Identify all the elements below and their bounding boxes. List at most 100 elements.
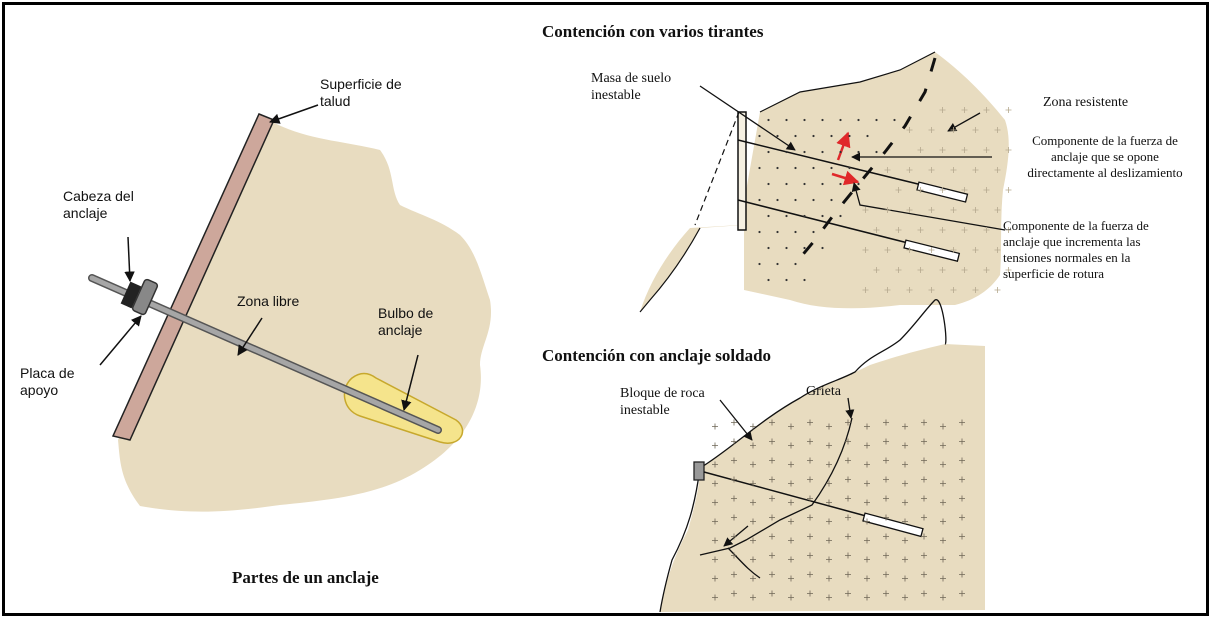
arrow-superficie [269, 104, 319, 124]
bottom-right-rock [660, 344, 985, 612]
label-masa-de-suelo: Masa de suelo inestable [591, 71, 672, 103]
crack-branch [727, 547, 761, 579]
rock-cross [940, 594, 946, 601]
soil-dot [785, 118, 788, 122]
rock-cross [807, 476, 813, 483]
soil-dot [821, 182, 824, 186]
rock-cross [961, 147, 968, 153]
rock-cross [731, 476, 737, 483]
rock-cross [864, 556, 870, 563]
rock-cross [769, 476, 775, 483]
rock-cross [807, 571, 813, 578]
rock-cross [921, 552, 927, 559]
soil-dot [785, 214, 788, 218]
rock-cross [845, 457, 851, 464]
soil-dot [758, 262, 761, 266]
rock-cross [788, 556, 794, 563]
soil-dot [857, 150, 860, 154]
rock-cross [921, 457, 927, 464]
soil-dot [839, 118, 842, 122]
soil-dot [776, 166, 779, 170]
rock-cross [994, 287, 1001, 293]
rock-cross [845, 571, 851, 578]
rock-cross [928, 247, 935, 253]
soil-dot [767, 182, 770, 186]
rock-cross [983, 187, 990, 193]
rock-cross [769, 571, 775, 578]
rock-cross [959, 514, 965, 521]
rock-cross [712, 594, 718, 601]
soil-dot [875, 150, 878, 154]
arrow-bloque [719, 399, 753, 441]
rock-cross [940, 480, 946, 487]
rock-cross [750, 594, 756, 601]
rock-cross [845, 514, 851, 521]
rock-cross [788, 518, 794, 525]
rock-cross [750, 556, 756, 563]
soil-dot [776, 230, 779, 234]
rock-cross [940, 575, 946, 582]
soil-dot [812, 134, 815, 138]
rock-cross [864, 442, 870, 449]
rock-cross [826, 480, 832, 487]
rock-cross [731, 438, 737, 445]
arrow-masa [699, 85, 796, 151]
rock-cross [807, 419, 813, 426]
support-plate [131, 278, 159, 316]
rock-cross [972, 127, 979, 133]
rock-cross [769, 552, 775, 559]
rock-cross [950, 127, 957, 133]
rock-cross [921, 495, 927, 502]
rock-cross [750, 442, 756, 449]
soil-dot [803, 150, 806, 154]
soil-dot [839, 214, 842, 218]
rock-left-edge [659, 467, 701, 613]
welded-anchor-bulb [862, 512, 924, 538]
rock-cross [788, 423, 794, 430]
rock-cross [972, 167, 979, 173]
retaining-wall [737, 111, 747, 231]
soil-dot [776, 134, 779, 138]
soil-dot [830, 198, 833, 202]
rock-cross [788, 480, 794, 487]
rock-cross [712, 423, 718, 430]
rock-cross [921, 514, 927, 521]
rock-cross [712, 518, 718, 525]
rock-cross [902, 442, 908, 449]
rock-cross [950, 207, 957, 213]
label-zona-resistente: Zona resistente [1043, 95, 1129, 110]
rock-cross [750, 575, 756, 582]
top-right-ground-top [759, 51, 936, 113]
label-componente-1: Componente de la fuerza de anclaje que s… [1027, 133, 1183, 180]
rock-cross [961, 227, 968, 233]
rock-cross [769, 590, 775, 597]
rock-cross [994, 247, 1001, 253]
rock-cross [807, 533, 813, 540]
rock-cross [845, 476, 851, 483]
rock-cross [712, 480, 718, 487]
rock-cross [906, 207, 913, 213]
rock-cross [961, 187, 968, 193]
rock-cross [873, 267, 880, 273]
rock-cross [807, 495, 813, 502]
rock-cross [983, 107, 990, 113]
soil-dot [812, 230, 815, 234]
rock-cross [917, 187, 924, 193]
rock-cross [939, 187, 946, 193]
rock-cross [939, 267, 946, 273]
rock-cross [788, 575, 794, 582]
rock-cross [883, 476, 889, 483]
rock-cross [994, 167, 1001, 173]
rock-cross [731, 571, 737, 578]
rock-cross [845, 590, 851, 597]
rock-cross [731, 514, 737, 521]
arrow-zona-libre [237, 317, 263, 356]
rock-cross [921, 438, 927, 445]
rock-cross [826, 461, 832, 468]
soil-dot [821, 246, 824, 250]
rock-cross [826, 499, 832, 506]
rock-cross [902, 461, 908, 468]
soil-dot [839, 182, 842, 186]
arrow-placa [99, 315, 142, 366]
